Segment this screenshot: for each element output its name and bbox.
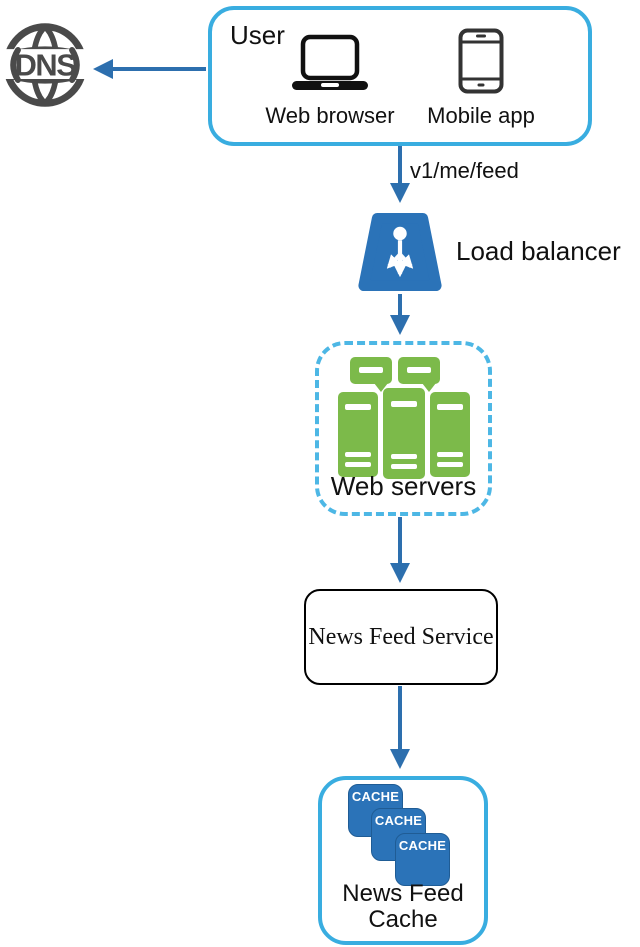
- news-feed-service-box: News Feed Service: [304, 589, 498, 685]
- mobile-app-device: Mobile app: [408, 26, 554, 129]
- web-servers-box: Web servers: [315, 341, 492, 516]
- dns-globe-icon: DNS: [3, 23, 87, 107]
- request-path-label: v1/me/feed: [410, 158, 519, 183]
- cache-badge: CACHE: [351, 789, 400, 804]
- news-feed-cache-label-line2: Cache: [368, 906, 438, 933]
- news-feed-cache-box: CACHE CACHE CACHE News Feed Cache: [318, 776, 488, 945]
- news-feed-cache-label-line1: News Feed: [342, 880, 464, 907]
- web-servers-label: Web servers: [330, 471, 477, 501]
- load-balancer-label: Load balancer: [456, 236, 621, 266]
- cache-badge: CACHE: [374, 813, 423, 828]
- user-box: User Web browser Mo: [208, 6, 592, 146]
- smartphone-icon: [458, 28, 504, 94]
- user-box-title: User: [230, 20, 285, 50]
- cache-badge: CACHE: [398, 838, 447, 853]
- web-browser-label: Web browser: [265, 103, 395, 128]
- news-feed-cache-label: News Feed Cache: [322, 881, 484, 933]
- web-browser-device: Web browser: [242, 26, 418, 129]
- news-feed-service-label: News Feed Service: [308, 623, 494, 650]
- dns-label: DNS: [15, 47, 77, 82]
- cache-icon: CACHE: [395, 833, 450, 886]
- laptop-icon: [292, 34, 368, 90]
- mobile-app-label: Mobile app: [427, 103, 535, 128]
- load-balancer-icon: [358, 212, 442, 292]
- web-servers-icon: [337, 357, 470, 479]
